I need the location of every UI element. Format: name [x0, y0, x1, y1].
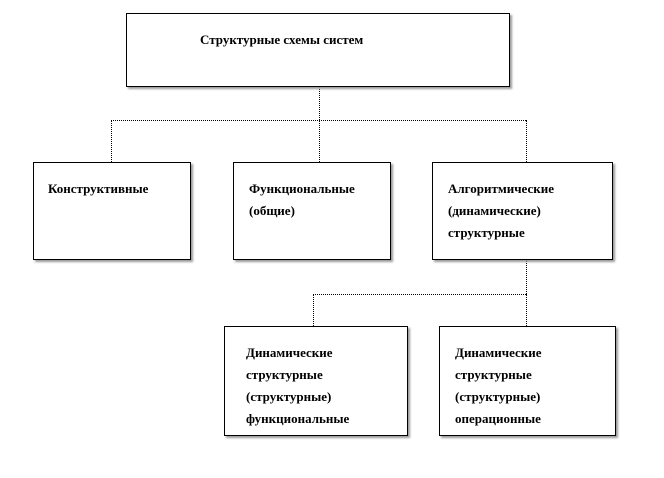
connector-level1-bus [111, 120, 526, 121]
node-root [126, 13, 510, 87]
node-algoritmicheskie [432, 162, 613, 260]
connector-root-down [319, 87, 320, 120]
node-konstruktivnye [33, 162, 191, 260]
connector-to-funktsionalnye [319, 120, 320, 162]
node-dyn-funktsionalnye-label: Динамические структурные (структурные) ф… [246, 345, 350, 426]
connector-to-dyn-operatsionnye [526, 294, 527, 326]
node-algoritmicheskie-label: Алгоритмические (динамические) структурн… [448, 181, 554, 240]
connector-algoritmicheskie-down [526, 260, 527, 294]
connector-level2-bus [313, 294, 526, 295]
node-dyn-operatsionnye [439, 326, 616, 436]
node-dyn-funktsionalnye [224, 326, 408, 436]
node-funktsionalnye-label: Функциональные (общие) [249, 181, 355, 218]
connector-to-konstruktivnye [111, 120, 112, 162]
node-root-label: Структурные схемы систем [200, 32, 364, 47]
node-dyn-operatsionnye-label: Динамические структурные (структурные) о… [455, 345, 542, 426]
connector-to-algoritmicheskie [526, 120, 527, 162]
node-konstruktivnye-label: Конструктивные [48, 181, 149, 196]
connector-to-dyn-funktsionalnye [313, 294, 314, 326]
node-funktsionalnye [233, 162, 391, 260]
